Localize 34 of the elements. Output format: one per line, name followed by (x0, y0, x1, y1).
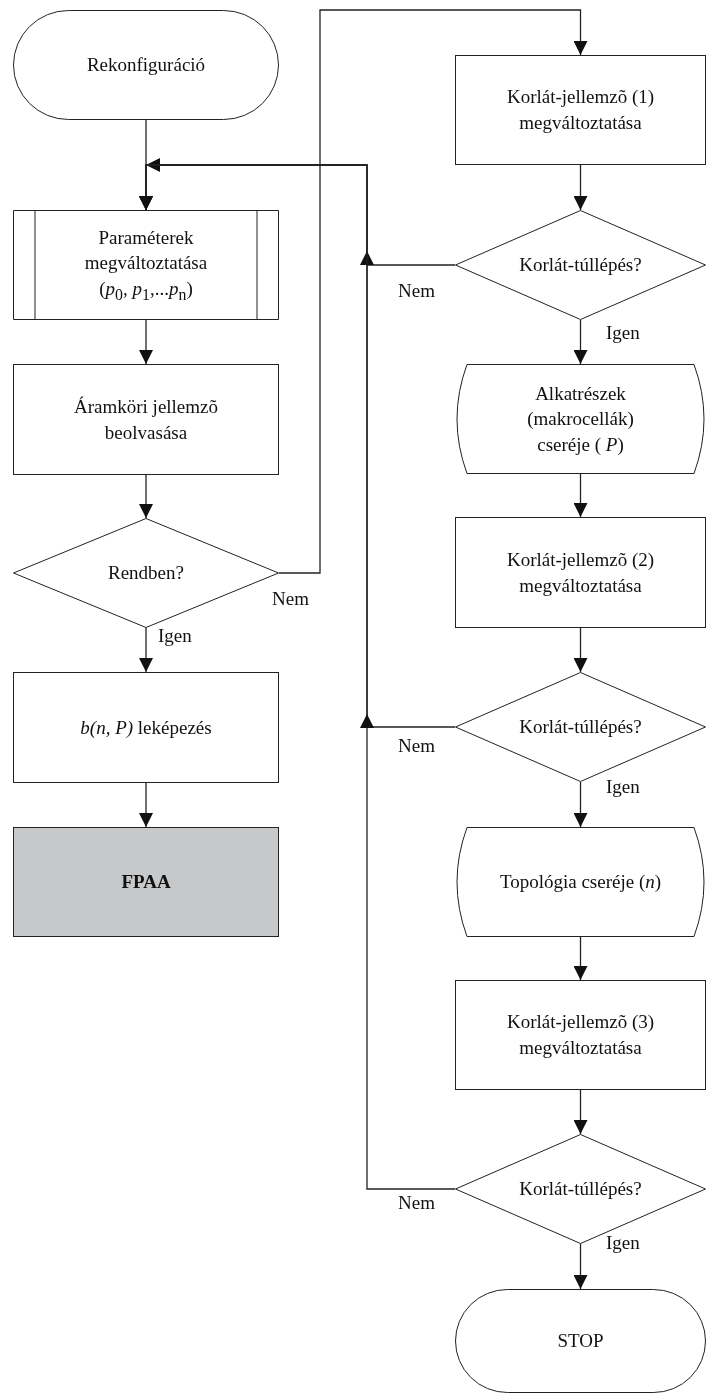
edge-label: Nem (398, 1192, 435, 1214)
decision-diamond (455, 210, 706, 320)
edge-label: Igen (606, 322, 640, 344)
node-text: (p$_{0}$, p$_{1}$,...p$_{n}$) (99, 277, 193, 305)
node-text: Korlát-túllépés? (519, 253, 642, 278)
predefined-process-box (13, 210, 279, 320)
node-text: Korlát-túllépés? (519, 715, 642, 740)
process-box (455, 517, 706, 628)
node-text: Korlát-jellemzõ (1) megváltoztatása (505, 85, 656, 135)
node-text: b(n, P) leképezés (80, 715, 212, 740)
edge-label: Nem (398, 280, 435, 302)
edge-label: Nem (272, 588, 309, 610)
decision-diamond (455, 672, 706, 782)
process-box (455, 980, 706, 1090)
node-text: Alkatrészek (makrocellák) cseréje ( P) (526, 381, 635, 457)
display-shape (455, 827, 706, 937)
edge-label: Igen (606, 1232, 640, 1254)
node-text: STOP (557, 1329, 604, 1354)
node-text: Rendben? (108, 561, 184, 586)
node-text: Áramköri jellemzõ beolvasása (73, 394, 219, 445)
node-text: Korlát-jellemzõ (3) megváltoztatása (505, 1010, 656, 1060)
process-box (455, 55, 706, 165)
process-box (13, 827, 279, 937)
node-text: FPAA (121, 870, 171, 895)
process-box (13, 364, 279, 475)
process-box (13, 672, 279, 783)
edge-label: Nem (398, 735, 435, 757)
display-shape (455, 364, 706, 474)
edge-label: Igen (606, 776, 640, 798)
node-text: Korlát-túllépés? (519, 1177, 642, 1202)
node-text: Topológia cseréje (n) (499, 870, 662, 895)
node-text: Korlát-jellemzõ (2) megváltoztatása (505, 547, 656, 598)
node-text: Rekonfiguráció (86, 53, 206, 78)
edge-label: Igen (158, 625, 192, 647)
